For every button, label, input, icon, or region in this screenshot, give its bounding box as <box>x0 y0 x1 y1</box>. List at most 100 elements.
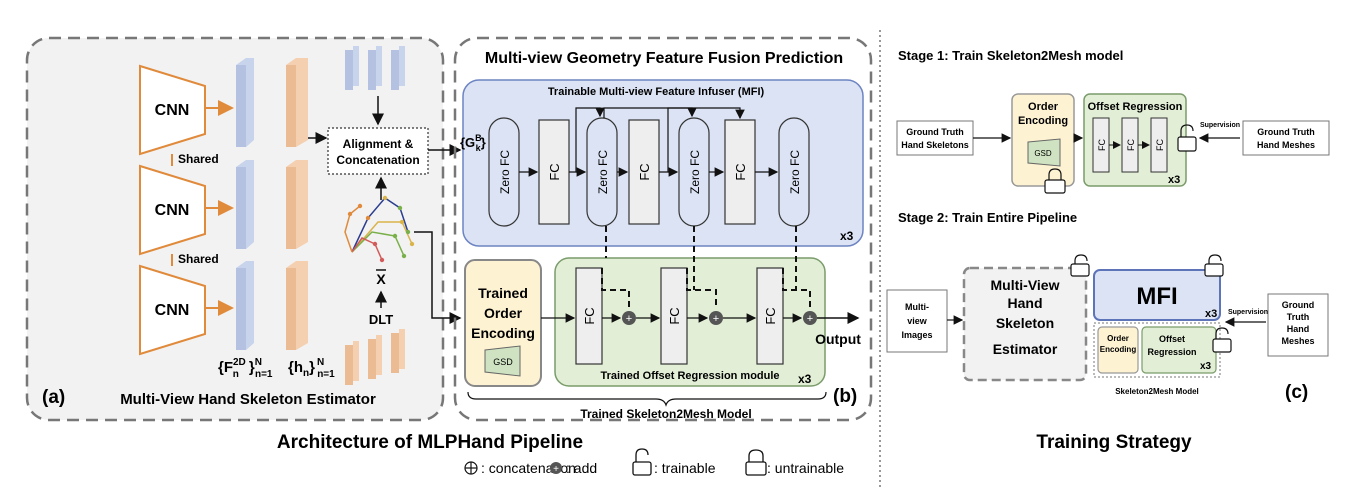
svg-text:Images: Images <box>901 330 932 340</box>
svg-text:Ground Truth: Ground Truth <box>1257 127 1315 137</box>
svg-text:x3: x3 <box>1205 308 1217 320</box>
svg-text:view: view <box>907 316 928 326</box>
cnn-block-2: CNN <box>139 164 206 256</box>
panel-b-title: Multi-view Geometry Feature Fusion Predi… <box>485 50 843 67</box>
svg-text:FC: FC <box>582 307 597 324</box>
svg-text:FC: FC <box>1126 139 1136 151</box>
cnn-block-3: CNN <box>139 264 206 356</box>
panel-b-letter: (b) <box>833 386 857 407</box>
svg-text:Estimator: Estimator <box>993 341 1058 357</box>
svg-text:Offset Regression: Offset Regression <box>1088 101 1183 113</box>
add-node-1 <box>622 311 636 325</box>
mfi-repeat-label: x3 <box>840 229 854 243</box>
svg-text:x3: x3 <box>1168 174 1180 186</box>
svg-text:Multi-View: Multi-View <box>991 277 1060 293</box>
svg-text:Hand: Hand <box>1287 324 1310 334</box>
alignment-label-2: Concatenation <box>336 153 419 167</box>
shared-label-2: Shared <box>178 252 219 266</box>
svg-text:FC: FC <box>733 163 748 180</box>
svg-text:Order: Order <box>1028 101 1059 113</box>
zero-fc-1: Zero FC <box>488 117 520 227</box>
panel-a-letter: (a) <box>42 387 65 408</box>
s2m-label: Skeleton2Mesh Model <box>1115 387 1199 396</box>
fc-bottom-3: FC <box>756 267 784 365</box>
add-node-3 <box>803 311 817 325</box>
svg-text:Zero FC: Zero FC <box>688 150 702 194</box>
zero-fc-4: Zero FC <box>778 117 810 227</box>
svg-text:+: + <box>713 313 719 325</box>
svg-text:Hand Skeletons: Hand Skeletons <box>901 140 969 150</box>
model-label: Trained Skeleton2Mesh Model <box>580 407 751 421</box>
mfi-title: Trainable Multi-view Feature Infuser (MF… <box>548 86 765 98</box>
fc-bottom-1: FC <box>575 267 603 365</box>
stage2-title: Stage 2: Train Entire Pipeline <box>898 210 1077 225</box>
svg-text:Multi-: Multi- <box>905 302 929 312</box>
svg-text:FC: FC <box>637 163 652 180</box>
fc-top-1: FC <box>538 119 570 225</box>
fc-top-3: FC <box>724 119 756 225</box>
svg-text:+: + <box>807 313 813 325</box>
shared-label-1: Shared <box>178 152 219 166</box>
offset-title: Trained Offset Regression module <box>600 370 779 382</box>
unlock-icon <box>1212 327 1232 353</box>
unlock-icon <box>1070 254 1090 277</box>
svg-text:Truth: Truth <box>1287 312 1310 322</box>
add-node-2 <box>709 311 723 325</box>
zero-fc-3: Zero FC <box>678 117 710 227</box>
output-label: Output <box>815 331 861 347</box>
legend: : concatenation + : add : trainable : un… <box>464 448 844 476</box>
order-encoding-box-stage2 <box>1097 326 1139 374</box>
svg-text:Hand: Hand <box>1008 295 1043 311</box>
order-label-3: Encoding <box>471 325 535 341</box>
legend-trainable: : trainable <box>654 460 716 476</box>
unlock-icon <box>1204 254 1224 277</box>
svg-text:FC: FC <box>1155 139 1165 151</box>
feature-maps <box>236 46 405 385</box>
svg-text:FC: FC <box>1097 139 1107 151</box>
lock-icon <box>1044 168 1066 194</box>
cnn-block-1: CNN <box>139 64 206 156</box>
svg-text:Hand Meshes: Hand Meshes <box>1257 140 1315 150</box>
svg-text:Encoding: Encoding <box>1100 345 1137 354</box>
svg-text:CNN: CNN <box>155 202 190 219</box>
fc-top-2: FC <box>628 119 660 225</box>
gt-meshes-box-stage2 <box>1267 293 1329 357</box>
svg-text:MFI: MFI <box>1136 283 1177 310</box>
fc-bottom-2: FC <box>660 267 688 365</box>
svg-text:{hn}Nn=1: {hn}Nn=1 <box>288 357 335 380</box>
svg-text:FC: FC <box>667 307 682 324</box>
svg-text:Ground: Ground <box>1282 300 1315 310</box>
svg-text:FC: FC <box>763 307 778 324</box>
svg-text:Zero FC: Zero FC <box>788 150 802 194</box>
svg-text:GSD: GSD <box>1034 149 1052 158</box>
stage1-title: Stage 1: Train Skeleton2Mesh model <box>898 48 1123 63</box>
panel-a-title: Multi-View Hand Skeleton Estimator <box>120 391 376 408</box>
training-title: Training Strategy <box>1036 432 1192 453</box>
svg-text:Skeleton: Skeleton <box>996 315 1054 331</box>
alignment-concat-box <box>327 127 429 175</box>
unlock-icon <box>632 448 652 476</box>
svg-text:Zero FC: Zero FC <box>596 150 610 194</box>
legend-untrainable: : untrainable <box>767 460 844 476</box>
panel-c-letter: (c) <box>1285 382 1308 403</box>
legend-add: : add <box>566 460 597 476</box>
dlt-label: DLT <box>369 312 393 327</box>
main-title: Architecture of MLPHand Pipeline <box>277 432 583 453</box>
svg-text:FC: FC <box>547 163 562 180</box>
xbar-label: X <box>376 271 386 287</box>
order-label-2: Order <box>484 305 523 321</box>
svg-text:Order: Order <box>1107 334 1129 343</box>
svg-text:Supervision: Supervision <box>1200 122 1240 129</box>
svg-text:Supervision: Supervision <box>1228 309 1268 316</box>
gt-meshes-box <box>1242 120 1330 156</box>
alignment-label-1: Alignment & <box>343 137 414 151</box>
svg-text:CNN: CNN <box>155 302 190 319</box>
svg-text:Encoding: Encoding <box>1018 115 1068 127</box>
svg-text:Regression: Regression <box>1147 347 1196 357</box>
gsd-shape <box>484 345 521 377</box>
svg-text:Offset: Offset <box>1159 334 1185 344</box>
svg-text:+: + <box>626 313 632 325</box>
model-brace <box>467 391 827 407</box>
